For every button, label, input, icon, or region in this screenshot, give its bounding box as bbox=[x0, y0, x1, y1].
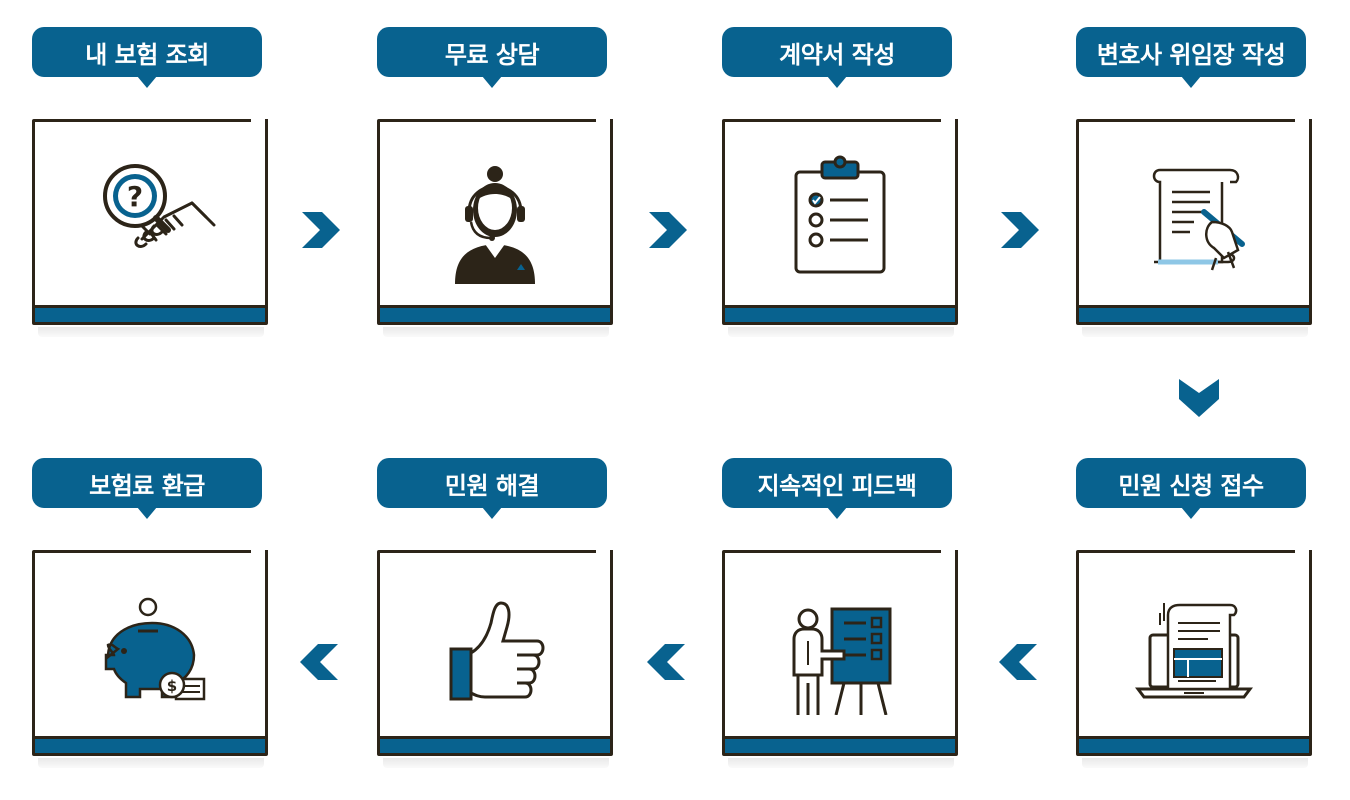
step-insurance-lookup: 내 보험 조회 ? bbox=[32, 27, 272, 342]
chevron-left-icon bbox=[298, 640, 342, 684]
signing-document-icon bbox=[1152, 168, 1245, 271]
step-title: 지속적인 피드백 bbox=[722, 458, 952, 519]
card-accent-bar bbox=[1079, 305, 1309, 322]
clipboard-checklist-icon bbox=[794, 155, 886, 274]
step-title: 무료 상담 bbox=[377, 27, 607, 88]
card-accent-bar bbox=[35, 736, 265, 753]
step-title: 보험료 환급 bbox=[32, 458, 262, 519]
step-complaint-resolved: 민원 해결 bbox=[377, 458, 617, 773]
step-complaint-filing: 민원 신청 접수 bbox=[1076, 458, 1316, 773]
card-accent-bar bbox=[725, 736, 955, 753]
step-title: 민원 신청 접수 bbox=[1076, 458, 1306, 519]
step-card bbox=[377, 550, 613, 756]
card-accent-bar bbox=[1079, 736, 1309, 753]
step-continuous-feedback: 지속적인 피드백 bbox=[722, 458, 962, 773]
card-accent-bar bbox=[380, 736, 610, 753]
insurance-search-icon: ? bbox=[103, 164, 216, 248]
card-shadow bbox=[38, 758, 264, 768]
presenter-board-icon bbox=[792, 607, 892, 715]
step-power-of-attorney: 변호사 위임장 작성 bbox=[1076, 27, 1316, 342]
step-card bbox=[1076, 550, 1312, 756]
card-shadow bbox=[728, 758, 954, 768]
chevron-down-icon bbox=[1177, 375, 1221, 419]
step-contract-writing: 계약서 작성 bbox=[722, 27, 962, 342]
step-title: 민원 해결 bbox=[377, 458, 607, 519]
step-card: ? bbox=[32, 119, 268, 325]
card-accent-bar bbox=[380, 305, 610, 322]
step-card bbox=[722, 119, 958, 325]
step-title: 내 보험 조회 bbox=[32, 27, 262, 88]
chevron-right-icon bbox=[645, 208, 689, 252]
step-premium-refund: 보험료 환급 $ bbox=[32, 458, 272, 773]
svg-text:?: ? bbox=[127, 180, 143, 213]
step-card: $ bbox=[32, 550, 268, 756]
card-shadow bbox=[383, 758, 609, 768]
card-accent-bar bbox=[35, 305, 265, 322]
step-card bbox=[377, 119, 613, 325]
chevron-right-icon bbox=[298, 208, 342, 252]
card-shadow bbox=[1082, 327, 1308, 337]
card-shadow bbox=[38, 327, 264, 337]
step-card bbox=[722, 550, 958, 756]
card-accent-bar bbox=[725, 305, 955, 322]
card-shadow bbox=[1082, 758, 1308, 768]
consultant-headset-icon bbox=[455, 166, 535, 284]
card-shadow bbox=[383, 327, 609, 337]
laptop-document-icon bbox=[1135, 603, 1253, 699]
chevron-left-icon bbox=[645, 640, 689, 684]
step-title: 계약서 작성 bbox=[722, 27, 952, 88]
step-title: 변호사 위임장 작성 bbox=[1076, 27, 1306, 88]
piggy-bank-coin-icon: $ bbox=[104, 597, 206, 701]
chevron-right-icon bbox=[997, 208, 1041, 252]
step-card bbox=[1076, 119, 1312, 325]
thumbs-up-icon bbox=[449, 601, 545, 701]
step-free-consultation: 무료 상담 bbox=[377, 27, 617, 342]
card-shadow bbox=[728, 327, 954, 337]
svg-text:$: $ bbox=[167, 677, 177, 695]
chevron-left-icon bbox=[997, 640, 1041, 684]
